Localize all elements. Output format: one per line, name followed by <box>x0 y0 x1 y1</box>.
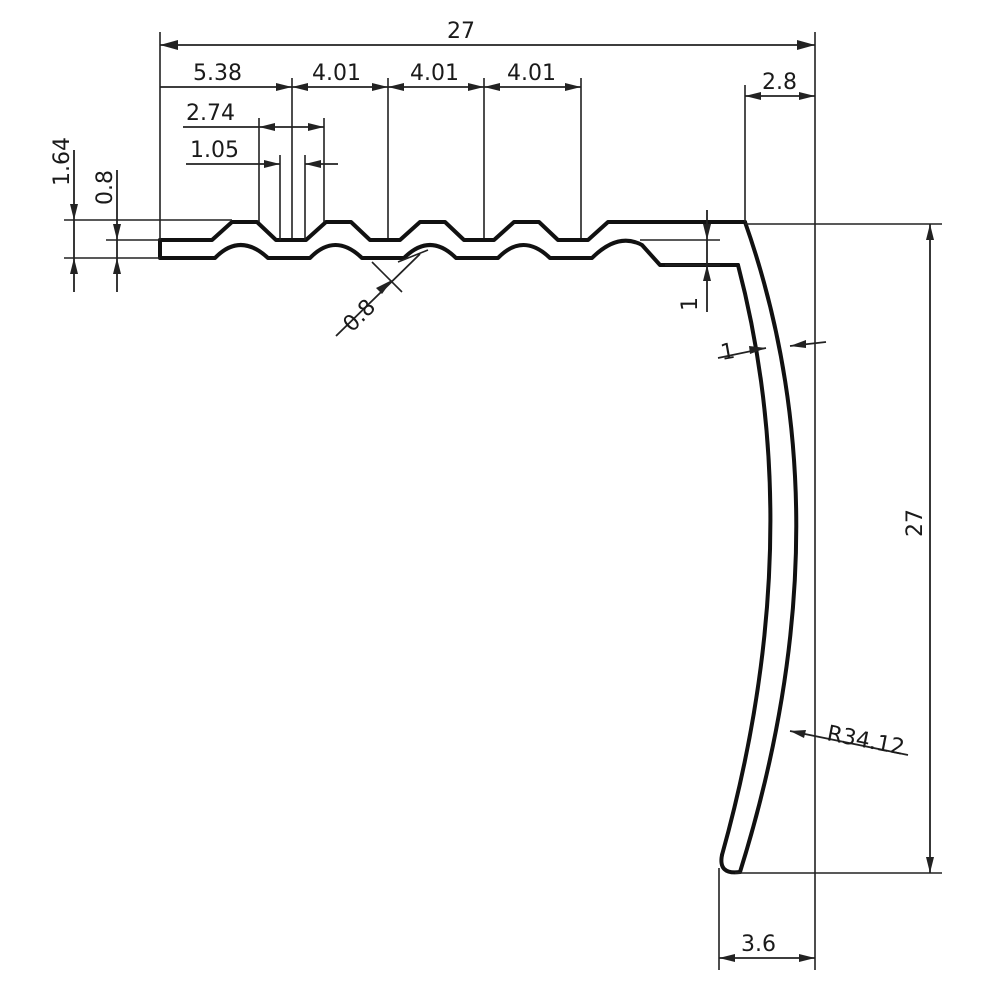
curved-leg-outer <box>738 220 799 874</box>
curved-leg-tip <box>719 853 742 875</box>
dim-pitch-1-label: 4.01 <box>312 61 361 86</box>
curved-leg-inner <box>720 263 773 857</box>
dim-left-side: 1.64 0.8 <box>50 137 232 292</box>
dim-overall-width-label: 27 <box>447 19 475 44</box>
dim-pitch-row: 5.38 4.01 4.01 4.01 <box>160 61 582 238</box>
dim-radius-label: R34.12 <box>825 721 907 760</box>
dim-lip-thickness-label: 1 <box>678 297 703 311</box>
dim-first-pitch-label: 5.38 <box>193 61 242 86</box>
dim-overall-height: 27 <box>735 223 942 874</box>
dim-overall-height-label: 27 <box>903 509 928 537</box>
dim-radius: R34.12 <box>789 721 909 761</box>
dim-pitch-3-label: 4.01 <box>507 61 556 86</box>
dim-top-offset: 2.8 <box>744 70 815 222</box>
dim-top-offset-label: 2.8 <box>762 70 797 95</box>
dim-lip-thickness: 1 <box>640 210 720 312</box>
dim-leg-thickness: 1 <box>717 339 827 366</box>
stair-nosing-profile <box>158 220 799 875</box>
dim-leg-thickness-label: 1 <box>719 339 737 366</box>
dim-overall-width: 27 <box>159 19 816 970</box>
dim-tooth-width: 2.74 <box>183 101 325 222</box>
dim-tooth-gap-label: 1.05 <box>190 138 239 163</box>
dim-bottom-offset-label: 3.6 <box>741 932 776 957</box>
dim-tooth-gap: 1.05 <box>186 138 338 240</box>
dim-pitch-2-label: 4.01 <box>410 61 459 86</box>
dim-bottom-offset: 3.6 <box>718 868 815 970</box>
dim-tooth-width-label: 2.74 <box>186 101 235 126</box>
profile-bottom-edge <box>158 238 740 267</box>
dim-groove-thickness-label: 0.8 <box>339 295 381 337</box>
dim-material-thickness-label: 0.8 <box>93 170 118 205</box>
dim-profile-height-label: 1.64 <box>50 137 75 186</box>
profile-top-edge <box>158 220 747 242</box>
dim-groove-thickness: 0.8 <box>335 249 429 337</box>
